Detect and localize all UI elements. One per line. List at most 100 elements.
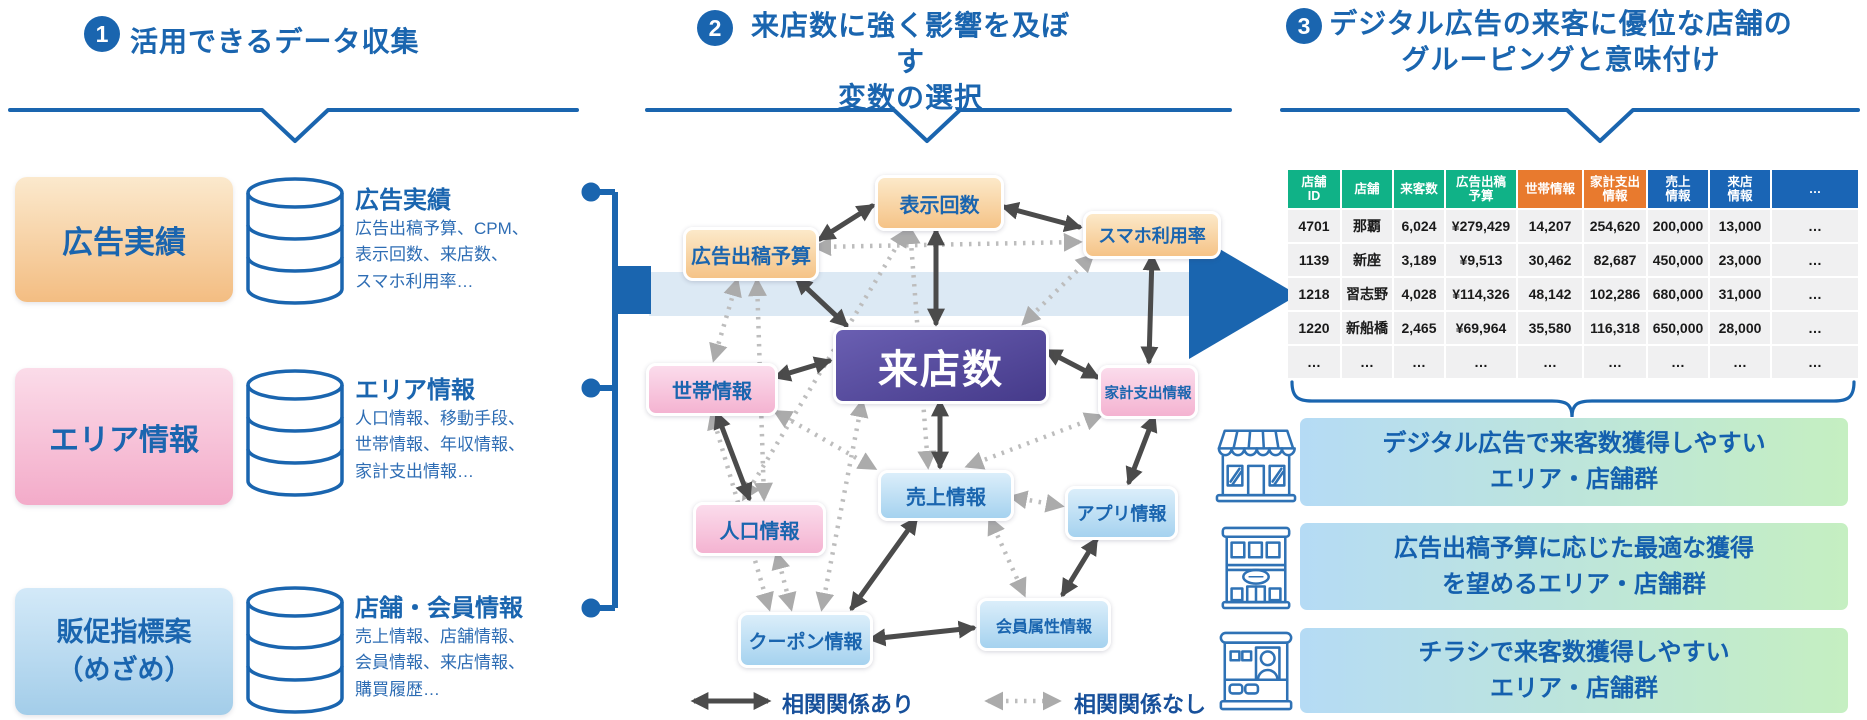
table-cell: … — [1584, 346, 1646, 378]
table-cell: 116,318 — [1584, 312, 1646, 344]
node-member-attributes: 会員属性情報 — [977, 598, 1111, 651]
table-cell: 6,024 — [1394, 210, 1444, 242]
table-header-cell: 広告出稿 予算 — [1446, 170, 1516, 208]
database-icon — [243, 176, 347, 311]
group-box-line1: デジタル広告で来客数獲得しやすい — [1382, 430, 1766, 457]
table-cell: 48,142 — [1518, 278, 1582, 310]
source-box-ad-results: 広告実績 — [15, 177, 233, 302]
table-cell: … — [1518, 346, 1582, 378]
group-box-line1: 広告出稿予算に応じた最適な獲得 — [1394, 534, 1754, 562]
database-icon — [243, 585, 347, 720]
node-ad-budget: 広告出稿予算 — [683, 227, 819, 281]
table-cell: ¥9,513 — [1446, 244, 1516, 276]
legend-dotted-label: 相関関係なし — [1074, 692, 1207, 717]
table-cell: 那覇 — [1342, 210, 1392, 242]
table-cell: ¥69,964 — [1446, 312, 1516, 344]
table-header-cell: 来店 情報 — [1710, 170, 1770, 208]
table-cell: 新座 — [1342, 244, 1392, 276]
table-cell: ¥114,326 — [1446, 278, 1516, 310]
table-cell: 82,687 — [1584, 244, 1646, 276]
table-cell: 680,000 — [1648, 278, 1708, 310]
node-smartphone-usage: スマホ利用率 — [1083, 211, 1221, 259]
source-connector — [581, 182, 618, 618]
legend-solid-label: 相関関係あり — [782, 692, 915, 717]
table-header-cell: 店舗 ID — [1288, 170, 1340, 208]
table-cell: 200,000 — [1648, 210, 1708, 242]
table-cell: … — [1446, 346, 1516, 378]
group-box-line2: エリア・店舗群 — [1490, 466, 1658, 493]
table-cell: 650,000 — [1648, 312, 1708, 344]
table-cell: … — [1288, 346, 1340, 378]
node-store-visits-center: 来店数 — [833, 327, 1049, 404]
table-cell: 1218 — [1288, 278, 1340, 310]
table-cell: … — [1710, 346, 1770, 378]
desc-line: 家計支出情報… — [355, 461, 474, 481]
node-coupon-info: クーポン情報 — [738, 612, 873, 668]
desc-line: 表示回数、来店数、 — [355, 245, 508, 265]
section2-title: 来店数に強く影響を及ぼす 変数の選択 — [738, 8, 1083, 115]
table-cell: … — [1342, 346, 1392, 378]
source-desc-store-member: 売上情報、店舗情報、 会員情報、来店情報、 購買履歴… — [355, 624, 525, 703]
group-box-line2: を望めるエリア・店舗群 — [1442, 570, 1706, 598]
source-title-ad-results: 広告実績 — [355, 187, 451, 214]
table-header-cell: 来客数 — [1394, 170, 1444, 208]
source-box-label-line1: 販促指標案 — [56, 616, 192, 647]
brace-icon — [1290, 380, 1856, 418]
group-box-budget-optimal: 広告出稿予算に応じた最適な獲得 を望めるエリア・店舗群 — [1300, 523, 1848, 610]
table-cell: 習志野 — [1342, 278, 1392, 310]
desc-line: 売上情報、店舗情報、 — [355, 627, 525, 646]
table-row: ……………………… — [1288, 346, 1858, 378]
big-right-arrow-icon — [1189, 231, 1298, 359]
table-cell: 14,207 — [1518, 210, 1582, 242]
desc-line: 広告出稿予算、CPM、 — [355, 219, 529, 238]
node-sales-info: 売上情報 — [878, 470, 1014, 521]
table-cell: 4701 — [1288, 210, 1340, 242]
node-household-spending: 家計支出情報 — [1098, 365, 1198, 419]
section3-title: デジタル広告の来客に優位な店舗の グルーピングと意味付け — [1326, 6, 1796, 78]
building-shop-icon — [1215, 523, 1297, 616]
table-cell: … — [1394, 346, 1444, 378]
table-cell: 13,000 — [1710, 210, 1770, 242]
section3-title-line1: デジタル広告の来客に優位な店舗の — [1329, 8, 1793, 39]
section3-title-line2: グルーピングと意味付け — [1401, 43, 1721, 75]
table-cell: … — [1772, 346, 1858, 378]
section1-title: 活用できるデータ収集 — [130, 26, 420, 57]
table-cell: 102,286 — [1584, 278, 1646, 310]
desc-line: 人口情報、移動手段、 — [355, 409, 525, 428]
table-cell: 450,000 — [1648, 244, 1708, 276]
table-cell: 4,028 — [1394, 278, 1444, 310]
table-cell: … — [1772, 244, 1858, 276]
table-cell: 23,000 — [1710, 244, 1770, 276]
source-box-label-line2: （めざめ） — [56, 654, 192, 685]
table-cell: 35,580 — [1518, 312, 1582, 344]
database-icon — [243, 368, 347, 503]
table-cell: 新船橋 — [1342, 312, 1392, 344]
section2-number-badge: 2 — [697, 10, 733, 46]
table-cell: ¥279,429 — [1446, 210, 1516, 242]
table-cell: … — [1648, 346, 1708, 378]
table-cell: 2,465 — [1394, 312, 1444, 344]
desc-line: 世帯情報、年収情報、 — [355, 435, 525, 455]
group-box-flyer: チラシで来客数獲得しやすい エリア・店舗群 — [1300, 628, 1848, 713]
section2-title-line1: 来店数に強く影響を及ぼす — [750, 10, 1070, 77]
table-header-cell: 売上 情報 — [1648, 170, 1708, 208]
kiosk-person-icon — [1215, 628, 1297, 719]
table-cell: … — [1772, 278, 1858, 310]
section3-number-badge: 3 — [1286, 8, 1322, 44]
table-cell: 3,189 — [1394, 244, 1444, 276]
table-cell: … — [1772, 210, 1858, 242]
source-title-store-member: 店舗・会員情報 — [355, 595, 523, 622]
group-box-line1: チラシで来客数獲得しやすい — [1418, 638, 1730, 666]
table-header-cell: 世帯情報 — [1518, 170, 1582, 208]
table-cell: 28,000 — [1710, 312, 1770, 344]
table-cell: 1220 — [1288, 312, 1340, 344]
node-app-info: アプリ情報 — [1065, 486, 1178, 540]
node-household-info: 世帯情報 — [646, 363, 778, 416]
